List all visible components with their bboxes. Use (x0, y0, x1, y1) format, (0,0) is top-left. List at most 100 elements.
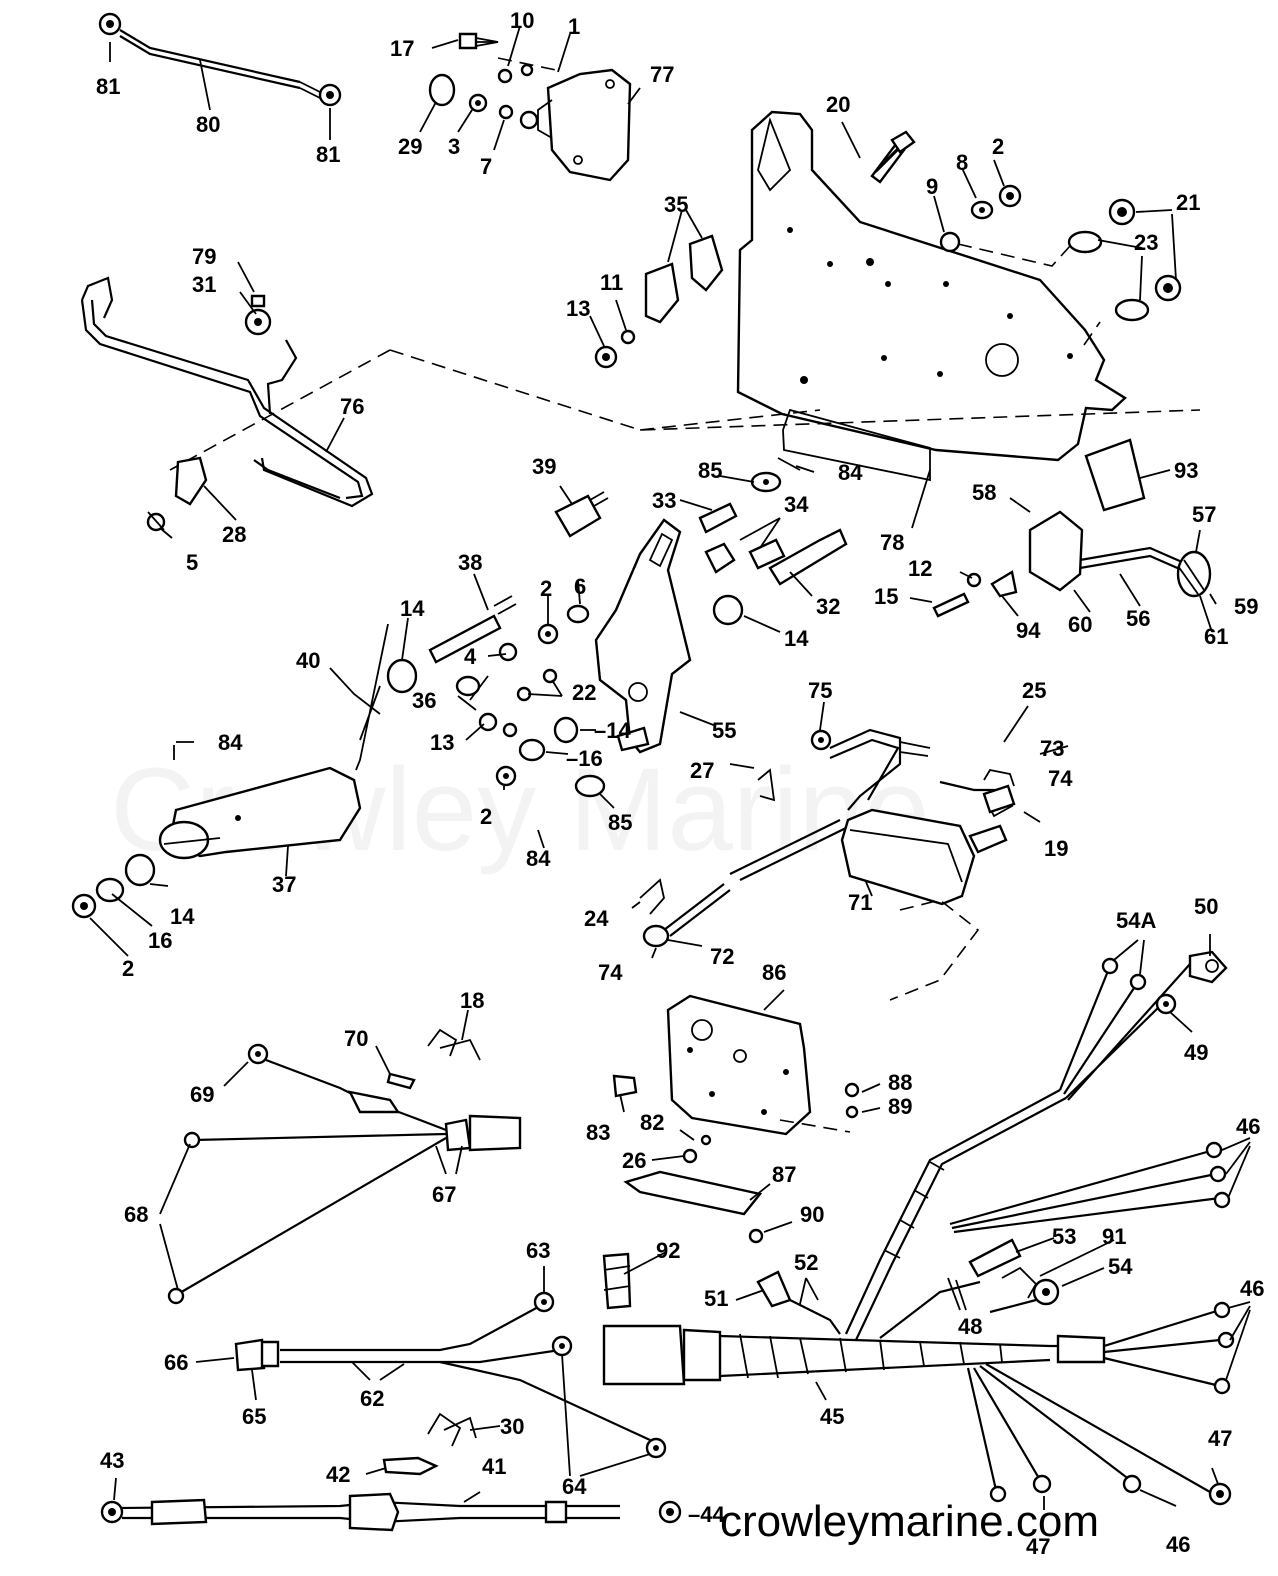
callout-60: 60 (1068, 612, 1092, 637)
callout-49: 49 (1184, 1040, 1208, 1065)
callout-84: 84 (838, 460, 863, 485)
callout-8: 8 (956, 150, 968, 175)
lower-left-nuts (71, 853, 156, 919)
part-37-shift-arm (158, 745, 362, 860)
callout-30: 30 (500, 1414, 524, 1439)
callout-86: 86 (762, 960, 786, 985)
callout-44: –44 (688, 1502, 725, 1527)
callout-59: 59 (1234, 594, 1258, 619)
callout-29: 29 (398, 134, 422, 159)
callout-91: 91 (1102, 1224, 1126, 1249)
callout-81: 81 (316, 142, 340, 167)
part-45-main-harness (602, 950, 1235, 1506)
callout-63: 63 (526, 1238, 550, 1263)
callout-74: 74 (598, 960, 623, 985)
callout-67: 67 (432, 1182, 456, 1207)
callout-7: 7 (480, 154, 492, 179)
callout-12: 12 (908, 556, 932, 581)
callout-4: 4 (464, 644, 477, 669)
callout-47: 47 (1026, 1534, 1050, 1559)
callout-70: 70 (344, 1026, 368, 1051)
callout-42: 42 (326, 1462, 350, 1487)
callout-81: 81 (96, 74, 120, 99)
part-38-bolt (428, 595, 517, 664)
callout-17: 17 (390, 36, 414, 61)
callout-50: 50 (1194, 894, 1218, 919)
callout-45: 45 (820, 1404, 844, 1429)
callout-53: 53 (1052, 1224, 1076, 1249)
callout-20: 20 (826, 92, 850, 117)
part-76-link-rod (80, 276, 374, 532)
callout-26: 26 (622, 1148, 646, 1173)
callout-labels: 81 80 81 17 10 1 77 29 3 7 20 8 2 9 21 2… (96, 8, 1264, 1559)
callout-82: 82 (640, 1110, 664, 1135)
fastener-group-upper-right (939, 184, 1182, 346)
callout-74: 74 (1048, 766, 1073, 791)
callout-21: 21 (1176, 190, 1200, 215)
callout-39: 39 (532, 454, 556, 479)
callout-16: 16 (148, 928, 172, 953)
callout-2: 2 (480, 804, 492, 829)
callout-33: 33 (652, 488, 676, 513)
callout-35: 35 (664, 192, 688, 217)
callout-1: 1 (568, 14, 580, 39)
callout-92: 92 (656, 1238, 680, 1263)
callout-85: 85 (608, 810, 632, 835)
callout-71: 71 (848, 890, 872, 915)
callout-75: 75 (808, 678, 832, 703)
part-55-shift-lever (594, 518, 692, 754)
callout-32: 32 (816, 594, 840, 619)
callout-65: 65 (242, 1404, 266, 1429)
callout-13: 13 (430, 730, 454, 755)
callout-19: 19 (1044, 836, 1068, 861)
callout-87: 87 (772, 1162, 796, 1187)
callout-41: 41 (482, 1454, 506, 1479)
callout-46: 46 (1240, 1276, 1264, 1301)
callout-5: 5 (186, 550, 198, 575)
part-20-bolt (870, 130, 916, 184)
callout-3: 3 (448, 134, 460, 159)
part-33-34-32-studs (698, 457, 848, 586)
callout-66: 66 (164, 1350, 188, 1375)
callout-11: 11 (600, 270, 623, 295)
callout-23: 23 (1134, 230, 1158, 255)
callout-54: 54 (1108, 1254, 1133, 1279)
callout-55: 55 (712, 718, 736, 743)
part-64-harness (234, 1291, 667, 1476)
callout-90: 90 (800, 1202, 824, 1227)
website-watermark: crowleymarine.com (720, 1497, 1099, 1546)
callout-6: 6 (574, 574, 586, 599)
callout-79: 79 (192, 244, 216, 269)
callout-46: 46 (1236, 1114, 1260, 1139)
callout-25: 25 (1022, 678, 1046, 703)
callout-84: 84 (218, 730, 243, 755)
leader-lines (89, 25, 1251, 1510)
callout-48: 48 (958, 1314, 982, 1339)
callout-56: 56 (1126, 606, 1150, 631)
part-78-main-bracket (736, 110, 1127, 482)
callout-93: 93 (1174, 458, 1198, 483)
callout-38: 38 (458, 550, 482, 575)
callout-2: 2 (122, 956, 134, 981)
part-86-bracket (612, 994, 860, 1244)
callout-27: 27 (690, 758, 714, 783)
callout-94: 94 (1016, 618, 1041, 643)
callout-68: 68 (124, 1202, 148, 1227)
callout-73: 73 (1040, 736, 1064, 761)
callout-64: 64 (562, 1474, 587, 1499)
part-72-plug-wire (639, 878, 731, 948)
callout-80: 80 (196, 112, 220, 137)
callout-85: 85 (698, 458, 722, 483)
part-41-cable (100, 1492, 682, 1532)
callout-14: 14 (170, 904, 195, 929)
callout-22: 22 (572, 680, 596, 705)
part-77-switch (428, 32, 632, 182)
callout-57: 57 (1192, 502, 1216, 527)
callout-77: 77 (650, 62, 674, 87)
callout-46: 46 (1166, 1532, 1190, 1557)
callout-61: 61 (1204, 624, 1228, 649)
callout-69: 69 (190, 1082, 214, 1107)
callout-51: 51 (704, 1286, 728, 1311)
part-67-harness (167, 1028, 522, 1305)
